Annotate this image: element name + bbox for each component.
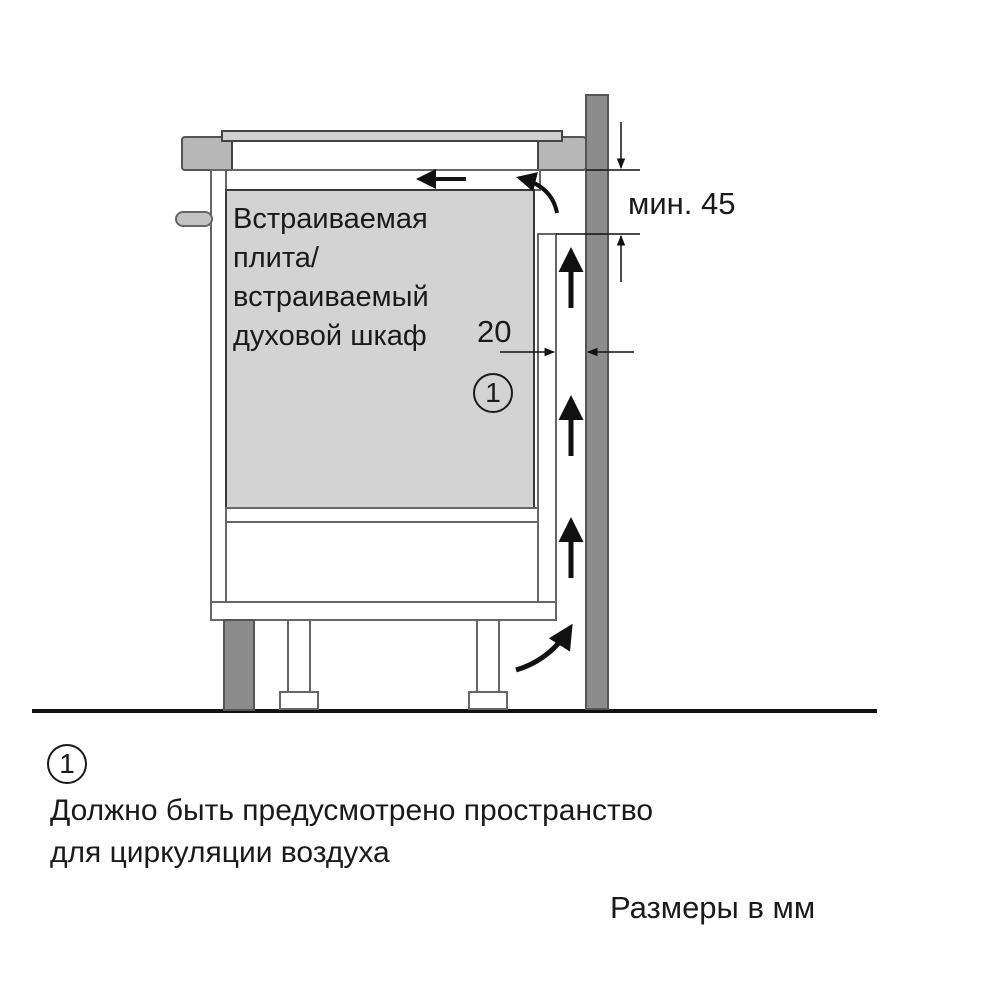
appliance-label: Встраиваемая плита/ встраиваемый духовой… [233, 200, 429, 356]
cabinet-shelf [225, 507, 539, 523]
wall [585, 94, 609, 710]
cabinet-back-panel [537, 233, 557, 611]
airflow-arrow-in [515, 623, 573, 673]
hob-top [221, 130, 563, 142]
airflow-arrow-turn [516, 172, 559, 214]
units-label: Размеры в мм [610, 890, 816, 925]
cabinet-leg [279, 619, 319, 710]
cabinet-base [210, 601, 557, 621]
appliance-label-line: встраиваемый [233, 281, 429, 313]
note-line: Должно быть предусмотрено пространство [50, 794, 654, 827]
callout-marker: 1 [473, 373, 513, 413]
appliance-label-line: Встраиваемая [233, 203, 428, 235]
cabinet-leg [468, 619, 508, 710]
hob-body [231, 140, 539, 171]
plinth [223, 619, 255, 711]
cabinet-knob [175, 211, 213, 227]
cabinet-frame [210, 169, 227, 621]
dimension-top-gap-label: мин. 45 [628, 186, 736, 221]
cabinet-top-rail [225, 169, 541, 191]
drawer [225, 521, 539, 603]
note-text: Должно быть предусмотрено пространство д… [50, 790, 653, 874]
appliance-label-line: духовой шкаф [233, 320, 427, 352]
appliance-label-line: плита/ [233, 242, 319, 274]
note-line: для циркуляции воздуха [50, 836, 390, 869]
dimension-side-gap-label: 20 [477, 314, 512, 349]
note-marker: 1 [47, 744, 87, 784]
